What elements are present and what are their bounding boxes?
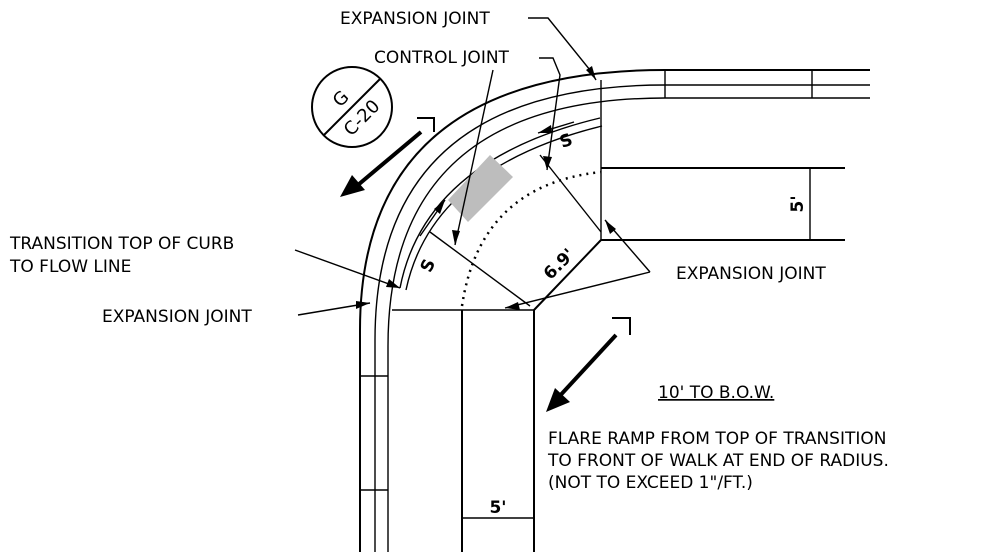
flare-note-line1: FLARE RAMP FROM TOP OF TRANSITION [548,429,886,449]
leader-expansion-joint-top [528,17,597,81]
section-arrow-tail [417,117,435,132]
curb-face-line [374,84,870,552]
slope-mark-top: S [557,130,575,153]
leader-transition [294,249,401,289]
arrowhead [605,220,616,234]
ramp-grade-break-dotted [460,170,602,307]
flare-note-line3: (NOT TO EXCEED 1"/FT.) [548,473,753,493]
dim-ramp-depth: 6.9' [540,245,579,284]
arrowhead [586,66,596,80]
label-expansion-joint-right: EXPANSION JOINT [676,264,826,284]
slope-arrowhead [434,200,445,214]
detectable-warning-pad [448,155,513,222]
slope-mark-left: S [417,256,440,276]
transition-arc [399,117,601,289]
arrowhead [452,230,460,245]
section-arrowhead [546,388,570,412]
label-expansion-joint-left: EXPANSION JOINT [102,307,252,327]
dim-walk-width-bottom: 5' [489,498,506,518]
label-bow-distance: 10' TO B.O.W. [658,383,774,403]
label-expansion-joint-top: EXPANSION JOINT [340,9,490,29]
curb-back-line [359,69,870,552]
arrowhead [356,301,370,309]
arrowhead [543,156,552,170]
section-callout: G C-20 [311,66,393,148]
section-arrowhead [340,175,365,197]
section-arrow-tail [612,317,631,335]
dim-walk-width-right: 5' [788,195,808,212]
slope-arrowhead [538,125,552,133]
leader-control-joint [454,69,494,246]
section-arrow-shaft [554,333,618,402]
arrowhead [386,279,400,288]
callout-detail: G [329,87,354,112]
leader-expansion-joint-right-2 [504,271,651,309]
section-arrow-shaft [350,130,423,192]
label-transition-line1: TRANSITION TOP OF CURB [9,234,234,254]
ramp-side-line [539,154,602,233]
flare-note-line2: TO FRONT OF WALK AT END OF RADIUS. [547,451,889,471]
arrowhead [505,302,520,310]
leader-control-joint-2 [539,57,561,171]
ramp-side-line [429,231,531,307]
gutter-line [387,97,870,552]
label-transition-line2: TO FLOW LINE [9,257,131,277]
label-control-joint: CONTROL JOINT [374,48,510,68]
